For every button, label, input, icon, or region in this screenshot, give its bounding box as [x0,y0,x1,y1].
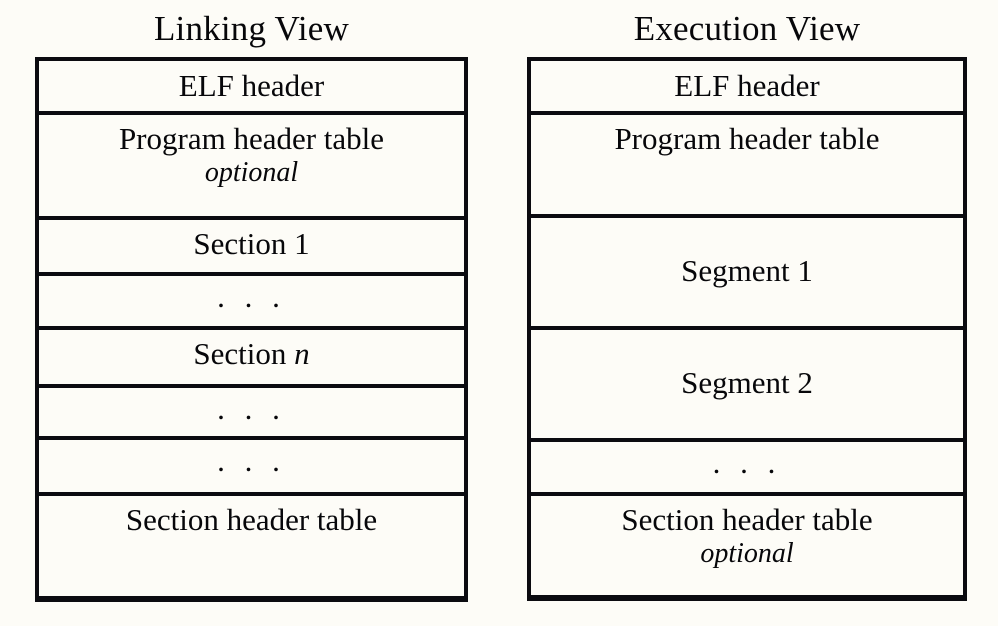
row-label-symbol: n [294,336,310,371]
linking-view-separator-3 [35,272,468,276]
execution-view-row-section-header-table: Section header table optional [531,496,963,595]
linking-view-column: Linking View [35,0,468,626]
execution-view-separator-3 [527,326,967,330]
row-label: Section header table [125,502,378,537]
row-label: ELF header [674,68,820,103]
execution-view-row-ellipsis-1: . . . [531,442,963,492]
linking-view-row-section-header-table: Section header table [39,496,464,596]
row-label: ELF header [178,68,325,103]
row-label: Program header table [118,121,385,156]
linking-view-separator-1 [35,111,468,115]
ellipsis-dots: . . . [217,391,286,426]
linking-view-separator-6 [35,436,468,440]
linking-view-row-section-1: Section 1 [39,220,464,272]
row-label: Section header table [621,502,873,537]
execution-view-separator-5 [527,492,967,496]
ellipsis-dots: . . . [712,445,782,480]
linking-view-separator-8 [35,596,468,600]
linking-view-row-elf-header: ELF header [39,61,464,111]
row-label: Program header table [614,121,880,156]
row-sublabel: optional [204,157,299,188]
linking-view-separator-7 [35,492,468,496]
execution-view-row-elf-header: ELF header [531,61,963,111]
linking-view-row-program-header-table: Program header table optional [39,115,464,216]
row-label: Section 1 [193,226,310,261]
execution-view-row-segment-2: Segment 2 [531,330,963,438]
execution-view-title: Execution View [633,9,861,48]
row-label-prefix: Section [193,336,295,371]
linking-view-separator-4 [35,326,468,330]
row-label: Section n [193,335,309,372]
row-label: Segment 1 [681,252,813,288]
execution-view-column: Execution View [527,0,967,626]
linking-view-row-ellipsis-3: . . . [39,440,464,492]
execution-view-separator-2 [527,214,967,218]
linking-view-row-ellipsis-1: . . . [39,276,464,326]
execution-view-row-program-header-table: Program header table [531,115,963,214]
linking-view-title: Linking View [153,9,350,48]
row-sublabel: optional [700,538,794,569]
linking-view-row-section-n: Section n [39,330,464,384]
execution-view-separator-1 [527,111,967,115]
execution-view-separator-4 [527,438,967,442]
row-label: Segment 2 [681,364,813,400]
execution-view-row-segment-1: Segment 1 [531,218,963,326]
ellipsis-dots: . . . [217,279,286,314]
linking-view-separator-2 [35,216,468,220]
linking-view-row-ellipsis-2: . . . [39,388,464,436]
linking-view-separator-5 [35,384,468,388]
execution-view-separator-6 [527,595,967,599]
ellipsis-dots: . . . [217,443,286,478]
